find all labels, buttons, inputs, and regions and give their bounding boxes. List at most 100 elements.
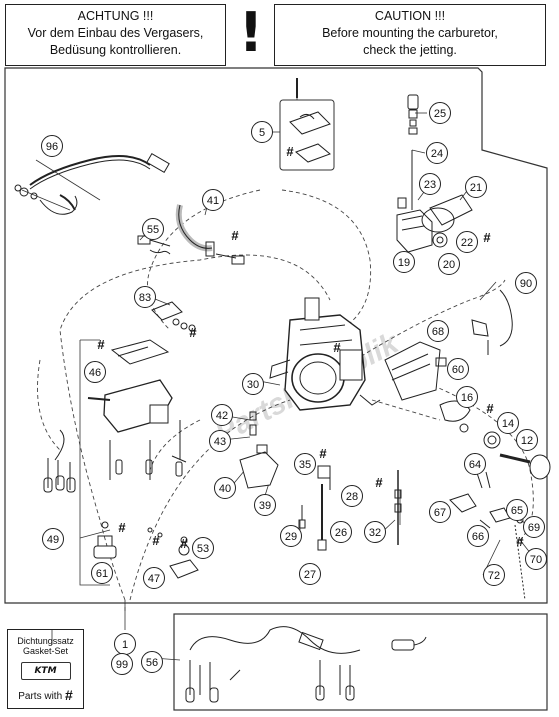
hash-mark: # bbox=[375, 475, 383, 490]
callout-number: 69 bbox=[528, 522, 540, 534]
callout-number: 49 bbox=[47, 534, 59, 546]
needle-jet-parts bbox=[298, 465, 331, 551]
callout-number: 41 bbox=[207, 195, 219, 207]
english-warning-line1: Before mounting the carburetor, bbox=[322, 26, 498, 40]
bracket-lines bbox=[79, 339, 401, 586]
callout-circle bbox=[214, 477, 236, 499]
callout-circle bbox=[419, 173, 441, 195]
needle-parts-25 bbox=[407, 94, 419, 135]
callout-14: 14 bbox=[497, 412, 519, 434]
callout-number: 40 bbox=[219, 483, 231, 495]
callout-22: 22 bbox=[456, 231, 478, 253]
callout-96: 96 bbox=[41, 135, 63, 157]
callout-number: 22 bbox=[461, 237, 473, 249]
english-warning-box: CAUTION !!! Before mounting the carburet… bbox=[274, 4, 546, 66]
callout-number: 28 bbox=[346, 491, 358, 503]
callout-65: 65 bbox=[506, 499, 528, 521]
callout-47: 47 bbox=[143, 567, 165, 589]
hash-marks: ############# bbox=[97, 144, 524, 551]
callout-number: 26 bbox=[335, 527, 347, 539]
callout-number: 25 bbox=[434, 108, 446, 120]
callout-circle bbox=[483, 564, 505, 586]
callout-circle bbox=[141, 651, 163, 673]
float-bowl-46 bbox=[87, 339, 173, 433]
callout-circle bbox=[456, 386, 478, 408]
callout-circle bbox=[429, 102, 451, 124]
accelerator-pump-group bbox=[396, 150, 473, 253]
callout-circle bbox=[506, 499, 528, 521]
callout-43: 43 bbox=[209, 430, 231, 452]
callout-number: 20 bbox=[443, 259, 455, 271]
callout-number: 56 bbox=[146, 657, 158, 669]
callout-90: 90 bbox=[515, 272, 537, 294]
callout-circle bbox=[438, 253, 460, 275]
hash-mark: # bbox=[319, 446, 327, 461]
callout-64: 64 bbox=[464, 453, 486, 475]
callout-24: 24 bbox=[426, 142, 448, 164]
callout-60: 60 bbox=[447, 358, 469, 380]
callout-28: 28 bbox=[341, 485, 363, 507]
callout-number: 14 bbox=[502, 418, 514, 430]
ktm-logo: KTM bbox=[20, 662, 71, 680]
hose-kit-56 bbox=[185, 626, 427, 703]
callout-circle bbox=[84, 361, 106, 383]
german-warning-box: ACHTUNG !!! Vor dem Einbau des Vergasers… bbox=[5, 4, 226, 66]
callout-30: 30 bbox=[242, 373, 264, 395]
callout-circle bbox=[202, 189, 224, 211]
callout-53: 53 bbox=[192, 537, 214, 559]
hash-mark: # bbox=[286, 144, 294, 159]
callout-circle bbox=[211, 404, 233, 426]
warning-exclamation-icon: ! bbox=[238, 1, 264, 64]
callout-55: 55 bbox=[142, 218, 164, 240]
callout-68: 68 bbox=[427, 320, 449, 342]
callout-circle bbox=[134, 286, 156, 308]
hash-mark: # bbox=[516, 534, 524, 549]
legend-hash-symbol: # bbox=[64, 687, 73, 703]
callout-circle bbox=[209, 430, 231, 452]
callout-66: 66 bbox=[467, 525, 489, 547]
callout-19: 19 bbox=[393, 251, 415, 273]
callout-circle bbox=[523, 516, 545, 538]
hash-mark: # bbox=[231, 228, 239, 243]
callout-number: 83 bbox=[139, 292, 151, 304]
callout-circle bbox=[294, 453, 316, 475]
callout-circle bbox=[447, 358, 469, 380]
callout-number: 65 bbox=[511, 505, 523, 517]
callout-circle bbox=[497, 412, 519, 434]
hash-mark: # bbox=[483, 230, 491, 245]
callout-number: 96 bbox=[46, 141, 58, 153]
callout-number: 90 bbox=[520, 278, 532, 290]
callout-72: 72 bbox=[483, 564, 505, 586]
callout-number: 64 bbox=[469, 459, 481, 471]
callout-number: 55 bbox=[147, 224, 159, 236]
callout-circle bbox=[143, 567, 165, 589]
callout-circle bbox=[341, 485, 363, 507]
callout-49: 49 bbox=[42, 528, 64, 550]
hash-mark: # bbox=[118, 520, 126, 535]
gasket-set-legend: Dichtungssatz Gasket-Set KTM Parts with … bbox=[7, 629, 84, 709]
callout-number: 1 bbox=[122, 639, 128, 651]
callout-21: 21 bbox=[465, 176, 487, 198]
callout-circle bbox=[251, 121, 273, 143]
german-warning-title: ACHTUNG !!! bbox=[77, 9, 154, 23]
jet-needle-32 bbox=[394, 470, 402, 545]
callout-circle bbox=[41, 135, 63, 157]
legend-line2: Gasket-Set bbox=[22, 646, 69, 656]
main-frame bbox=[4, 67, 548, 604]
top-cover-kit-5 bbox=[279, 78, 335, 171]
callout-number: 24 bbox=[431, 148, 443, 160]
callout-circle bbox=[516, 429, 538, 451]
callout-circle bbox=[111, 653, 133, 675]
hash-mark: # bbox=[189, 325, 197, 340]
callout-circle bbox=[364, 521, 386, 543]
callout-16: 16 bbox=[456, 386, 478, 408]
legend-parts-with: Parts with # bbox=[8, 687, 83, 703]
callout-circle bbox=[427, 320, 449, 342]
callout-circle bbox=[242, 373, 264, 395]
callout-circle bbox=[525, 548, 547, 570]
callout-83: 83 bbox=[134, 286, 156, 308]
callout-circle bbox=[456, 231, 478, 253]
callout-number: 99 bbox=[116, 659, 128, 671]
